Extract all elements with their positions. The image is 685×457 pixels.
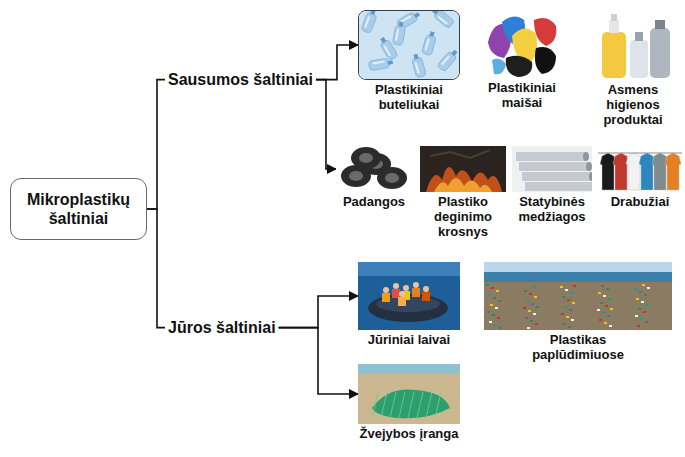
item-caption: Statybinės medžiagos xyxy=(512,195,592,225)
source-item: Plastikiniai buteliukai xyxy=(358,10,460,113)
source-picture xyxy=(512,146,592,192)
source-item: Statybinės medžiagos xyxy=(512,146,592,225)
source-item: Asmens higienos produktai xyxy=(588,12,678,128)
source-item: Plastikiniai maišai xyxy=(484,12,560,111)
item-caption: Žvejybos įranga xyxy=(358,427,460,442)
item-caption: Plastikiniai maišai xyxy=(484,81,560,111)
category-label: Sausumos šaltiniai xyxy=(165,70,316,89)
source-picture xyxy=(420,146,506,192)
item-caption: Plastikiniai buteliukai xyxy=(359,83,459,113)
item-caption: Plastikas paplūdimiuose xyxy=(518,333,638,363)
connector xyxy=(316,45,358,80)
source-item: Žvejybos įranga xyxy=(358,364,460,442)
source-picture xyxy=(484,12,560,78)
node-text: Jūros šaltiniai xyxy=(168,318,276,337)
source-item: Drabužiai xyxy=(598,150,682,210)
item-caption: Drabužiai xyxy=(598,195,682,210)
node-text: Mikroplastikų šaltiniai xyxy=(19,190,138,228)
item-caption: Jūriniai laivai xyxy=(358,333,460,348)
connector xyxy=(279,296,358,328)
source-item: Plastiko deginimo krosnys xyxy=(420,146,506,240)
source-item: Plastikas paplūdimiuose xyxy=(484,262,672,363)
item-caption: Padangos xyxy=(336,195,412,210)
connector xyxy=(279,328,358,394)
connector xyxy=(316,80,336,169)
source-item: Jūriniai laivai xyxy=(358,262,460,348)
source-picture xyxy=(358,10,460,80)
node-text: Sausumos šaltiniai xyxy=(168,70,313,89)
item-caption: Plastiko deginimo krosnys xyxy=(423,195,503,240)
source-picture xyxy=(358,262,460,330)
source-item: Padangos xyxy=(336,146,412,210)
connector xyxy=(147,209,165,328)
category-label: Jūros šaltiniai xyxy=(165,318,279,337)
item-caption: Asmens higienos produktai xyxy=(589,83,677,128)
source-picture xyxy=(598,150,682,192)
connector xyxy=(147,80,165,209)
source-picture xyxy=(336,146,412,192)
source-picture xyxy=(358,364,460,424)
root-box: Mikroplastikų šaltiniai xyxy=(10,178,147,240)
source-picture xyxy=(484,262,672,330)
source-picture xyxy=(588,12,678,80)
